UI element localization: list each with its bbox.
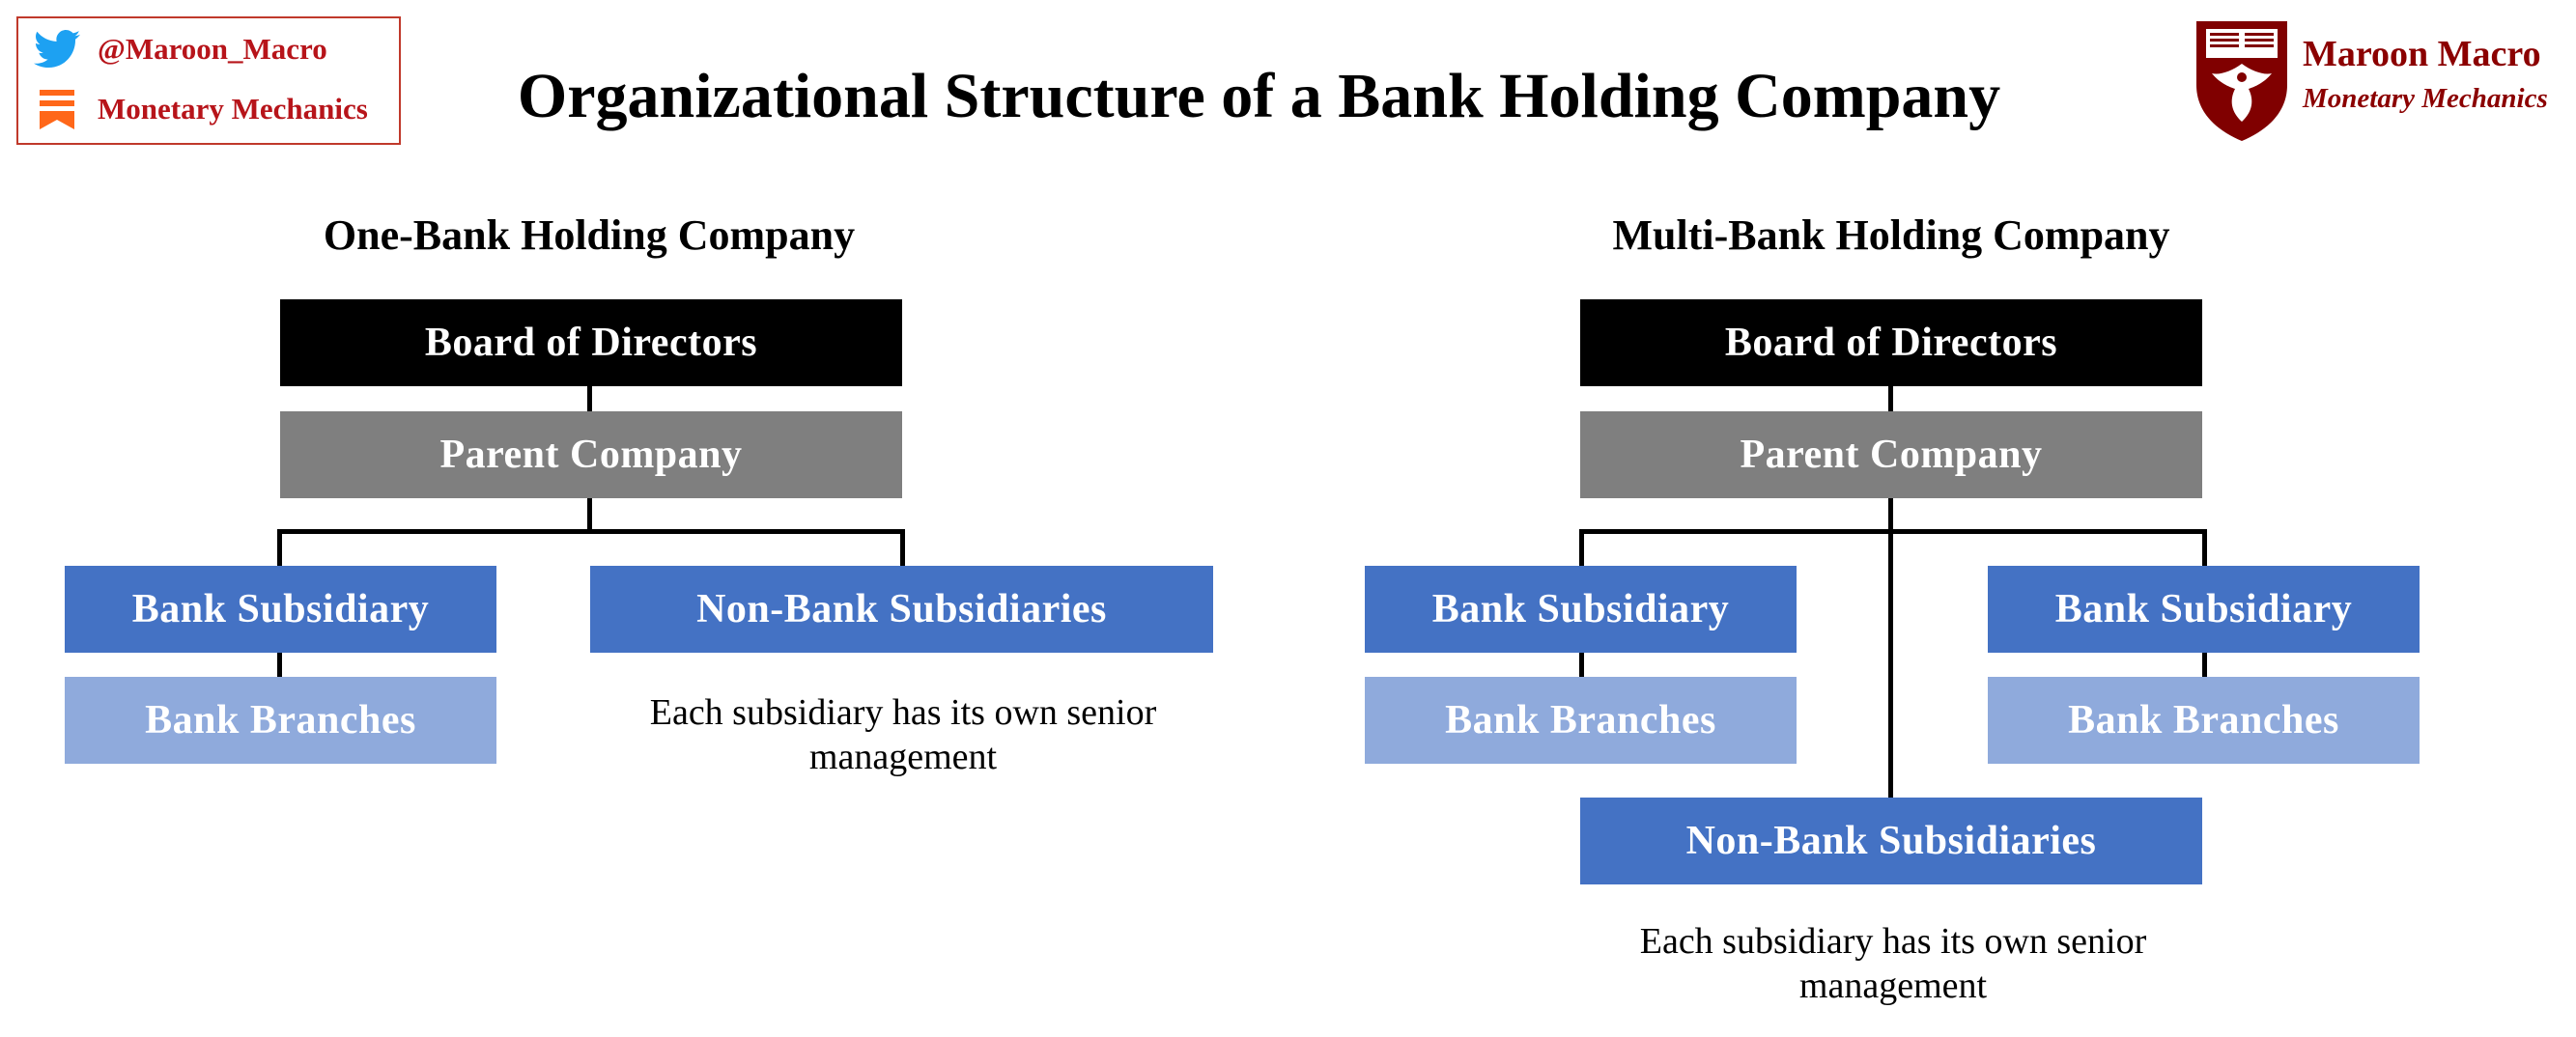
brand-subtitle: Monetary Mechanics [2303, 83, 2548, 114]
one-bank-heading: One-Bank Holding Company [323, 211, 856, 259]
connector [1579, 529, 1584, 566]
multi-bank-heading: Multi-Bank Holding Company [1612, 211, 2170, 259]
one-bank-bank-subsidiary-box: Bank Subsidiary [65, 566, 496, 653]
multi-bank-note: Each subsidiary has its own senior manag… [1639, 921, 2147, 1006]
social-badge: @Maroon_Macro Monetary Mechanics [16, 16, 401, 145]
connector [1888, 384, 1893, 411]
one-bank-board-box: Board of Directors [280, 299, 902, 386]
university-shield-icon [2193, 17, 2291, 143]
twitter-handle: @Maroon_Macro [98, 32, 327, 66]
substack-icon [40, 90, 74, 129]
page-title: Organizational Structure of a Bank Holdi… [517, 61, 2001, 131]
brand-name: Maroon Macro [2303, 34, 2541, 74]
multi-bank-bank-subsidiary-right-box: Bank Subsidiary [1988, 566, 2420, 653]
twitter-bird-icon [34, 30, 80, 68]
connector [277, 529, 282, 566]
multi-bank-parent-box: Parent Company [1580, 411, 2202, 498]
connector [1579, 652, 1584, 677]
multi-bank-non-bank-box: Non-Bank Subsidiaries [1580, 798, 2202, 884]
twitter-row[interactable]: @Maroon_Macro [34, 30, 327, 69]
multi-bank-branches-right-box: Bank Branches [1988, 677, 2420, 764]
multi-bank-branches-left-box: Bank Branches [1365, 677, 1797, 764]
connector [277, 652, 282, 677]
multi-bank-bank-subsidiary-left-box: Bank Subsidiary [1365, 566, 1797, 653]
one-bank-note: Each subsidiary has its own senior manag… [649, 692, 1157, 777]
substack-row[interactable]: Monetary Mechanics [34, 88, 368, 130]
one-bank-branches-box: Bank Branches [65, 677, 496, 764]
connector [2202, 529, 2207, 566]
connector [1579, 529, 2207, 534]
connector [900, 529, 905, 566]
connector [587, 384, 592, 411]
connector [1888, 647, 1893, 799]
substack-name: Monetary Mechanics [98, 92, 368, 126]
multi-bank-board-box: Board of Directors [1580, 299, 2202, 386]
one-bank-non-bank-box: Non-Bank Subsidiaries [590, 566, 1213, 653]
connector [277, 529, 905, 534]
connector [1888, 496, 1893, 652]
connector [2202, 652, 2207, 677]
connector [587, 496, 592, 531]
one-bank-parent-box: Parent Company [280, 411, 902, 498]
